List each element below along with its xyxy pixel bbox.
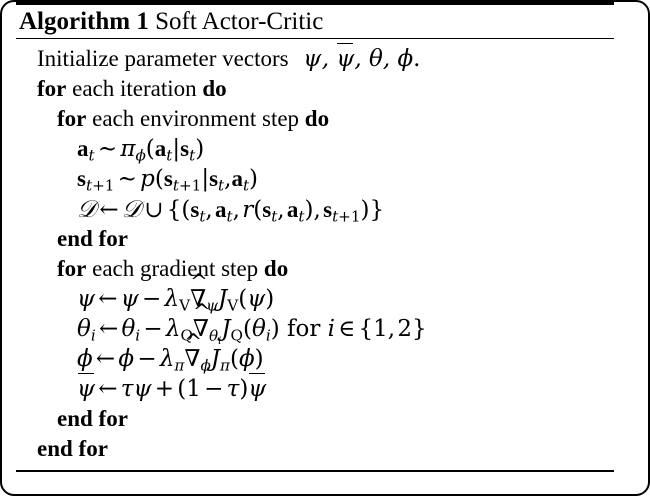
algorithm-line-sample-action: at∼πϕ(at|st): [16, 134, 614, 164]
algorithm-line-update-psi: ψ←ψ−λV∇ψJV(ψ): [16, 271, 614, 314]
initialize-text: Initialize parameter vectors: [37, 46, 289, 72]
end-for-keyword: end for: [37, 436, 108, 462]
algorithm-line-sample-state: st+1∼p(st+1|st,at): [16, 164, 614, 194]
algorithm-line-end-for-env: end for: [16, 224, 614, 254]
algorithm-line-for-iteration: for each iteration do: [16, 74, 614, 104]
algorithm-line-update-target: ψ←τψ+(1−τ)ψ: [16, 372, 614, 404]
do-keyword: do: [263, 256, 289, 282]
initialize-symbols: ψ, ψ, θ, ϕ.: [303, 42, 421, 73]
algorithm-body: Initialize parameter vectors ψ, ψ, θ, ϕ.…: [16, 39, 614, 470]
each-iteration-text: each iteration: [72, 76, 197, 102]
algorithm-bottom-rule: [16, 470, 614, 472]
end-for-keyword: end for: [57, 226, 128, 252]
end-for-keyword: end for: [57, 406, 128, 432]
algorithm-line-for-env-step: for each environment step do: [16, 104, 614, 134]
do-keyword: do: [304, 106, 330, 132]
algorithm-line-replay-buffer: 𝒟←𝒟∪{(st, at, r(st, at), st+1)}: [16, 194, 614, 224]
each-gradient-step-text: each gradient step: [92, 256, 259, 282]
each-environment-step-text: each environment step: [92, 106, 300, 132]
for-keyword: for: [57, 106, 87, 132]
algorithm-line-update-theta: θi←θi−λQ∇θiJQ(θi) for i∈{1, 2}: [16, 301, 614, 346]
do-keyword: do: [202, 76, 227, 102]
for-roman-text: for: [287, 316, 321, 343]
for-keyword: for: [37, 76, 67, 102]
replay-buffer-equation: 𝒟←𝒟∪{(st, at, r(st, at), st+1)}: [77, 195, 385, 226]
algorithm-line-end-for-iteration: end for: [16, 434, 614, 464]
algorithm-line-update-phi: ϕ←ϕ−λπ∇ϕJπ(ϕ): [16, 331, 614, 374]
algorithm-title: Algorithm 1 Soft Actor-Critic: [16, 5, 614, 38]
algorithm-header-rule: [16, 38, 614, 40]
update-target-equation: ψ←τψ+(1−τ)ψ: [77, 372, 267, 403]
algorithm-title-name: Soft Actor-Critic: [155, 8, 324, 35]
update-psi-equation: ψ←ψ−λV∇ψJV(ψ): [77, 271, 274, 313]
algorithm-title-keyword: Algorithm 1: [19, 8, 149, 35]
sample-action-equation: at∼πϕ(at|st): [77, 136, 205, 165]
for-keyword: for: [57, 256, 87, 282]
update-theta-equation: θi←θi−λQ∇θiJQ(θi) for i∈{1, 2}: [77, 301, 427, 346]
algorithm-block: Algorithm 1 Soft Actor-Critic Initialize…: [16, 2, 614, 472]
sample-state-equation: st+1∼p(st+1|st,at): [77, 166, 259, 195]
algorithm-line-for-gradient-step: for each gradient step do: [16, 254, 614, 284]
algorithm-line-end-for-gradient: end for: [16, 404, 614, 434]
algorithm-line-initialize: Initialize parameter vectors ψ, ψ, θ, ϕ.: [16, 42, 614, 74]
algorithm-top-rule: [16, 2, 614, 5]
update-phi-equation: ϕ←ϕ−λπ∇ϕJπ(ϕ): [77, 331, 264, 373]
